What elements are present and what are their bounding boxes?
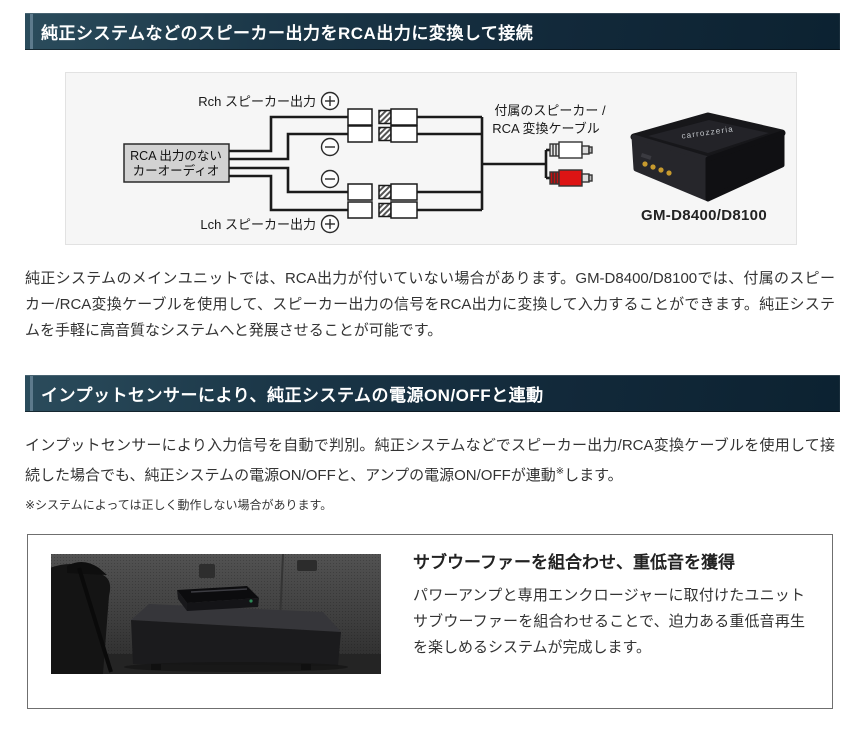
speaker-wires [229,115,550,212]
wiring-diagram-panel: Rch スピーカー出力 Lch スピーカー出力 RCA 出力のない カーオーディ… [65,72,797,245]
adapter-cable-label-line2: RCA 変換ケーブル [492,121,600,136]
minus-icon [320,137,340,157]
amplifier-product-image: carrozzeria [630,112,786,202]
wire-connector [347,183,418,201]
lch-speaker-output-label: Lch スピーカー出力 [200,217,316,232]
wire-connector [347,201,418,219]
section-2-paragraph-tail: します。 [564,467,623,484]
footnote-marker: ※ [555,466,565,477]
adapter-cable-label-line1: 付属のスピーカー / [494,103,606,118]
head-unit-label-line1: RCA 出力のない [130,149,222,163]
section-header-speaker-to-rca: 純正システムなどのスピーカー出力をRCA出力に変換して接続 [25,13,840,50]
wiring-diagram: Rch スピーカー出力 Lch スピーカー出力 RCA 出力のない カーオーディ… [123,91,786,234]
footnote-text: ※システムによっては正しく動作しない場合があります。 [25,498,333,512]
section-header-input-sensor: インプットセンサーにより、純正システムの電源ON/OFFと連動 [25,375,840,412]
section-2-title: インプットセンサーにより、純正システムの電源ON/OFFと連動 [41,386,544,405]
wire-connector [347,108,418,126]
plus-icon [320,214,340,234]
plus-icon [320,91,340,111]
minus-icon [320,169,340,189]
rca-plug-red-icon [549,169,593,187]
rca-plug-white-icon [549,141,593,159]
trunk-photo-art [51,554,381,674]
section-1-paragraph: 純正システムのメインユニットでは、RCA出力が付いていない場合があります。GM-… [25,270,835,339]
wire-connector [347,125,418,143]
section-2-paragraph: インプットセンサーにより入力信号を自動で判別。純正システムなどでスピーカー出力/… [25,433,835,489]
section-1-title: 純正システムなどのスピーカー出力をRCA出力に変換して接続 [41,24,534,43]
rch-speaker-output-label: Rch スピーカー出力 [198,94,316,109]
subwoofer-card-text: サブウーファーを組合わせ、重低音を獲得 パワーアンプと専用エンクロージャーに取付… [413,548,805,708]
section-2-paragraph-text: インプットセンサーにより入力信号を自動で判別。純正システムなどでスピーカー出力/… [25,437,835,484]
header-accent-stripe [30,14,33,49]
head-unit-label-line2: カーオーディオ [133,163,220,178]
subwoofer-card-heading: サブウーファーを組合わせ、重低音を獲得 [413,553,735,572]
subwoofer-feature-card: サブウーファーを組合わせ、重低音を獲得 パワーアンプと専用エンクロージャーに取付… [27,534,833,709]
trunk-photo [51,554,381,674]
head-unit-box: RCA 出力のない カーオーディオ [123,143,230,183]
amp-model-label: GM-D8400/D8100 [641,207,767,224]
subwoofer-card-paragraph: パワーアンプと専用エンクロージャーに取付けたユニットサブウーファーを組合わせるこ… [413,587,805,656]
header-accent-stripe [30,376,33,411]
amp-terminals [642,161,672,176]
